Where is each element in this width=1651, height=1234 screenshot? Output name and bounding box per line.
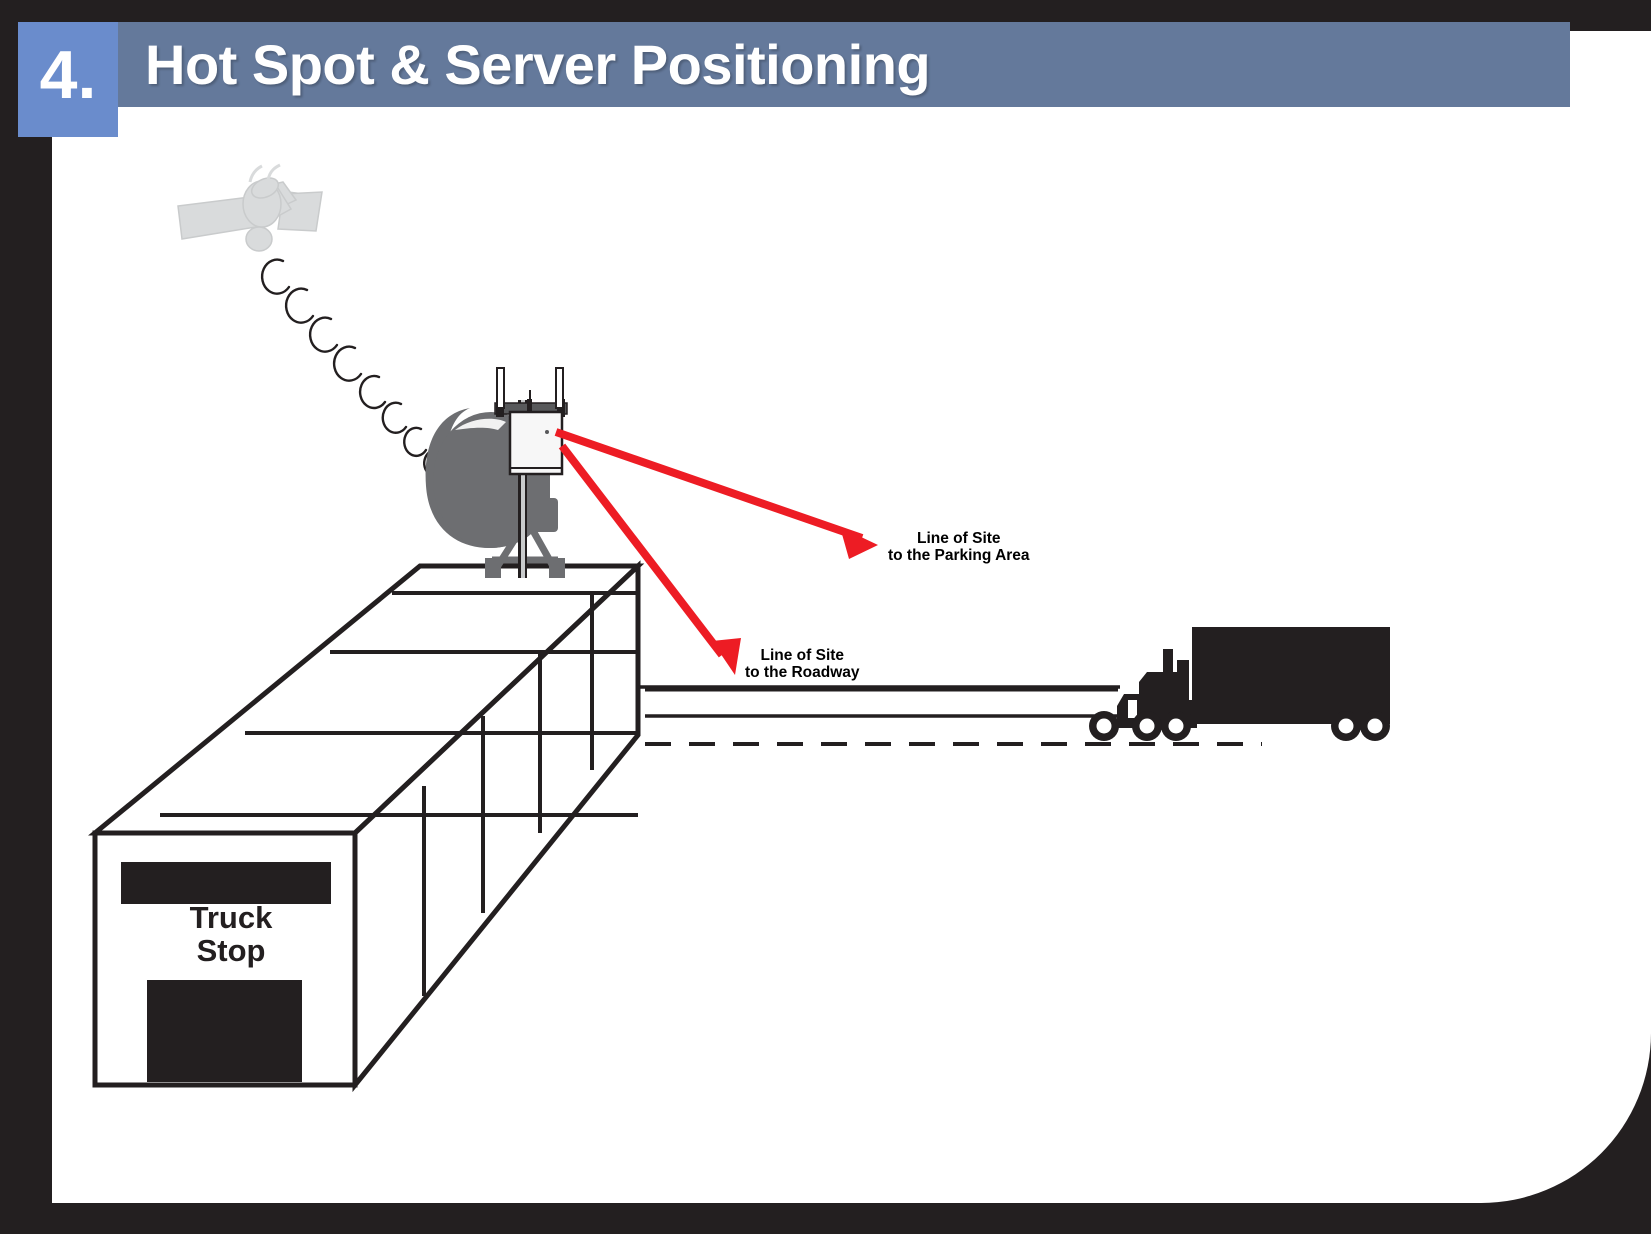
- slide-header-bar: [112, 22, 1570, 107]
- truck-stop-line-1: Truck: [189, 900, 273, 935]
- label-line-1: Line of Site: [917, 530, 1001, 547]
- label-line-2: to the Parking Area: [888, 547, 1030, 565]
- label-line-of-site-roadway: Line of Site to the Roadway: [745, 647, 860, 682]
- slide-page: [52, 31, 1651, 1203]
- truck-stop-line-2: Stop: [196, 932, 266, 968]
- label-line-of-site-parking: Line of Site to the Parking Area: [888, 530, 1030, 565]
- slide-number-badge: 4.: [18, 22, 118, 137]
- label-line-2: to the Roadway: [745, 664, 860, 682]
- label-truck-stop: Truck Stop: [118, 900, 344, 968]
- label-line-1: Line of Site: [760, 647, 845, 664]
- slide-title: Hot Spot & Server Positioning: [145, 33, 931, 96]
